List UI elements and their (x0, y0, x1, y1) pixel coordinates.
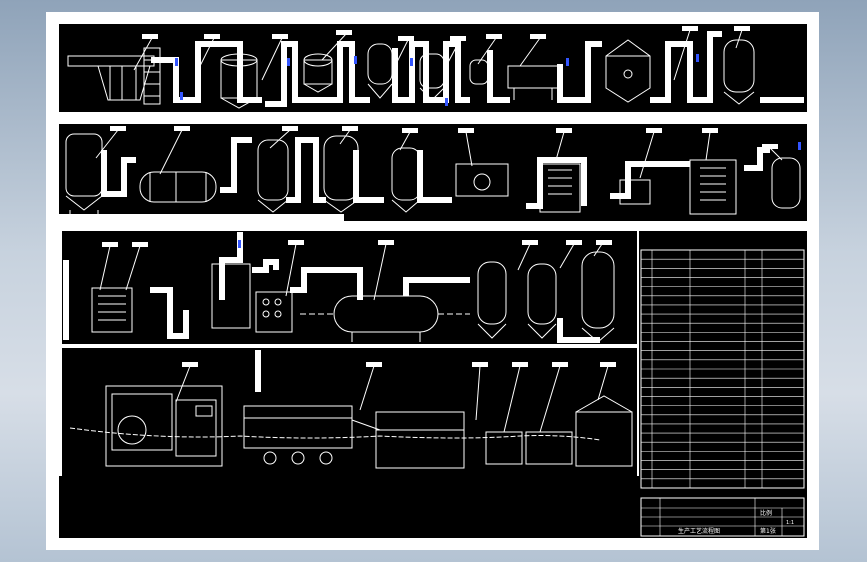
equipment-row-4 (69, 385, 633, 469)
leader-lines (95, 29, 783, 433)
flow-markers (175, 54, 801, 248)
callout-labels (102, 26, 778, 367)
pipes-row-3 (63, 232, 600, 343)
row-separator-2a (59, 214, 344, 222)
title-block: 比例 1:1 第1张 生产工艺流程图 (640, 497, 805, 537)
equipment-row-1 (67, 39, 755, 109)
row-separator-2b (344, 221, 807, 231)
equipment-row-3 (91, 251, 615, 343)
row-separator-2c (237, 221, 245, 231)
drawing-title: 生产工艺流程图 (678, 527, 720, 535)
scale-value: 1:1 (786, 520, 794, 526)
equipment-schedule-table (640, 249, 805, 489)
equipment-row-2 (65, 133, 801, 215)
scale-label: 比例 (760, 509, 772, 517)
sheet-number: 第1张 (760, 527, 776, 535)
pipes-row-1 (151, 31, 804, 107)
row-separator-3 (62, 344, 637, 348)
row-separator-1 (59, 112, 807, 124)
